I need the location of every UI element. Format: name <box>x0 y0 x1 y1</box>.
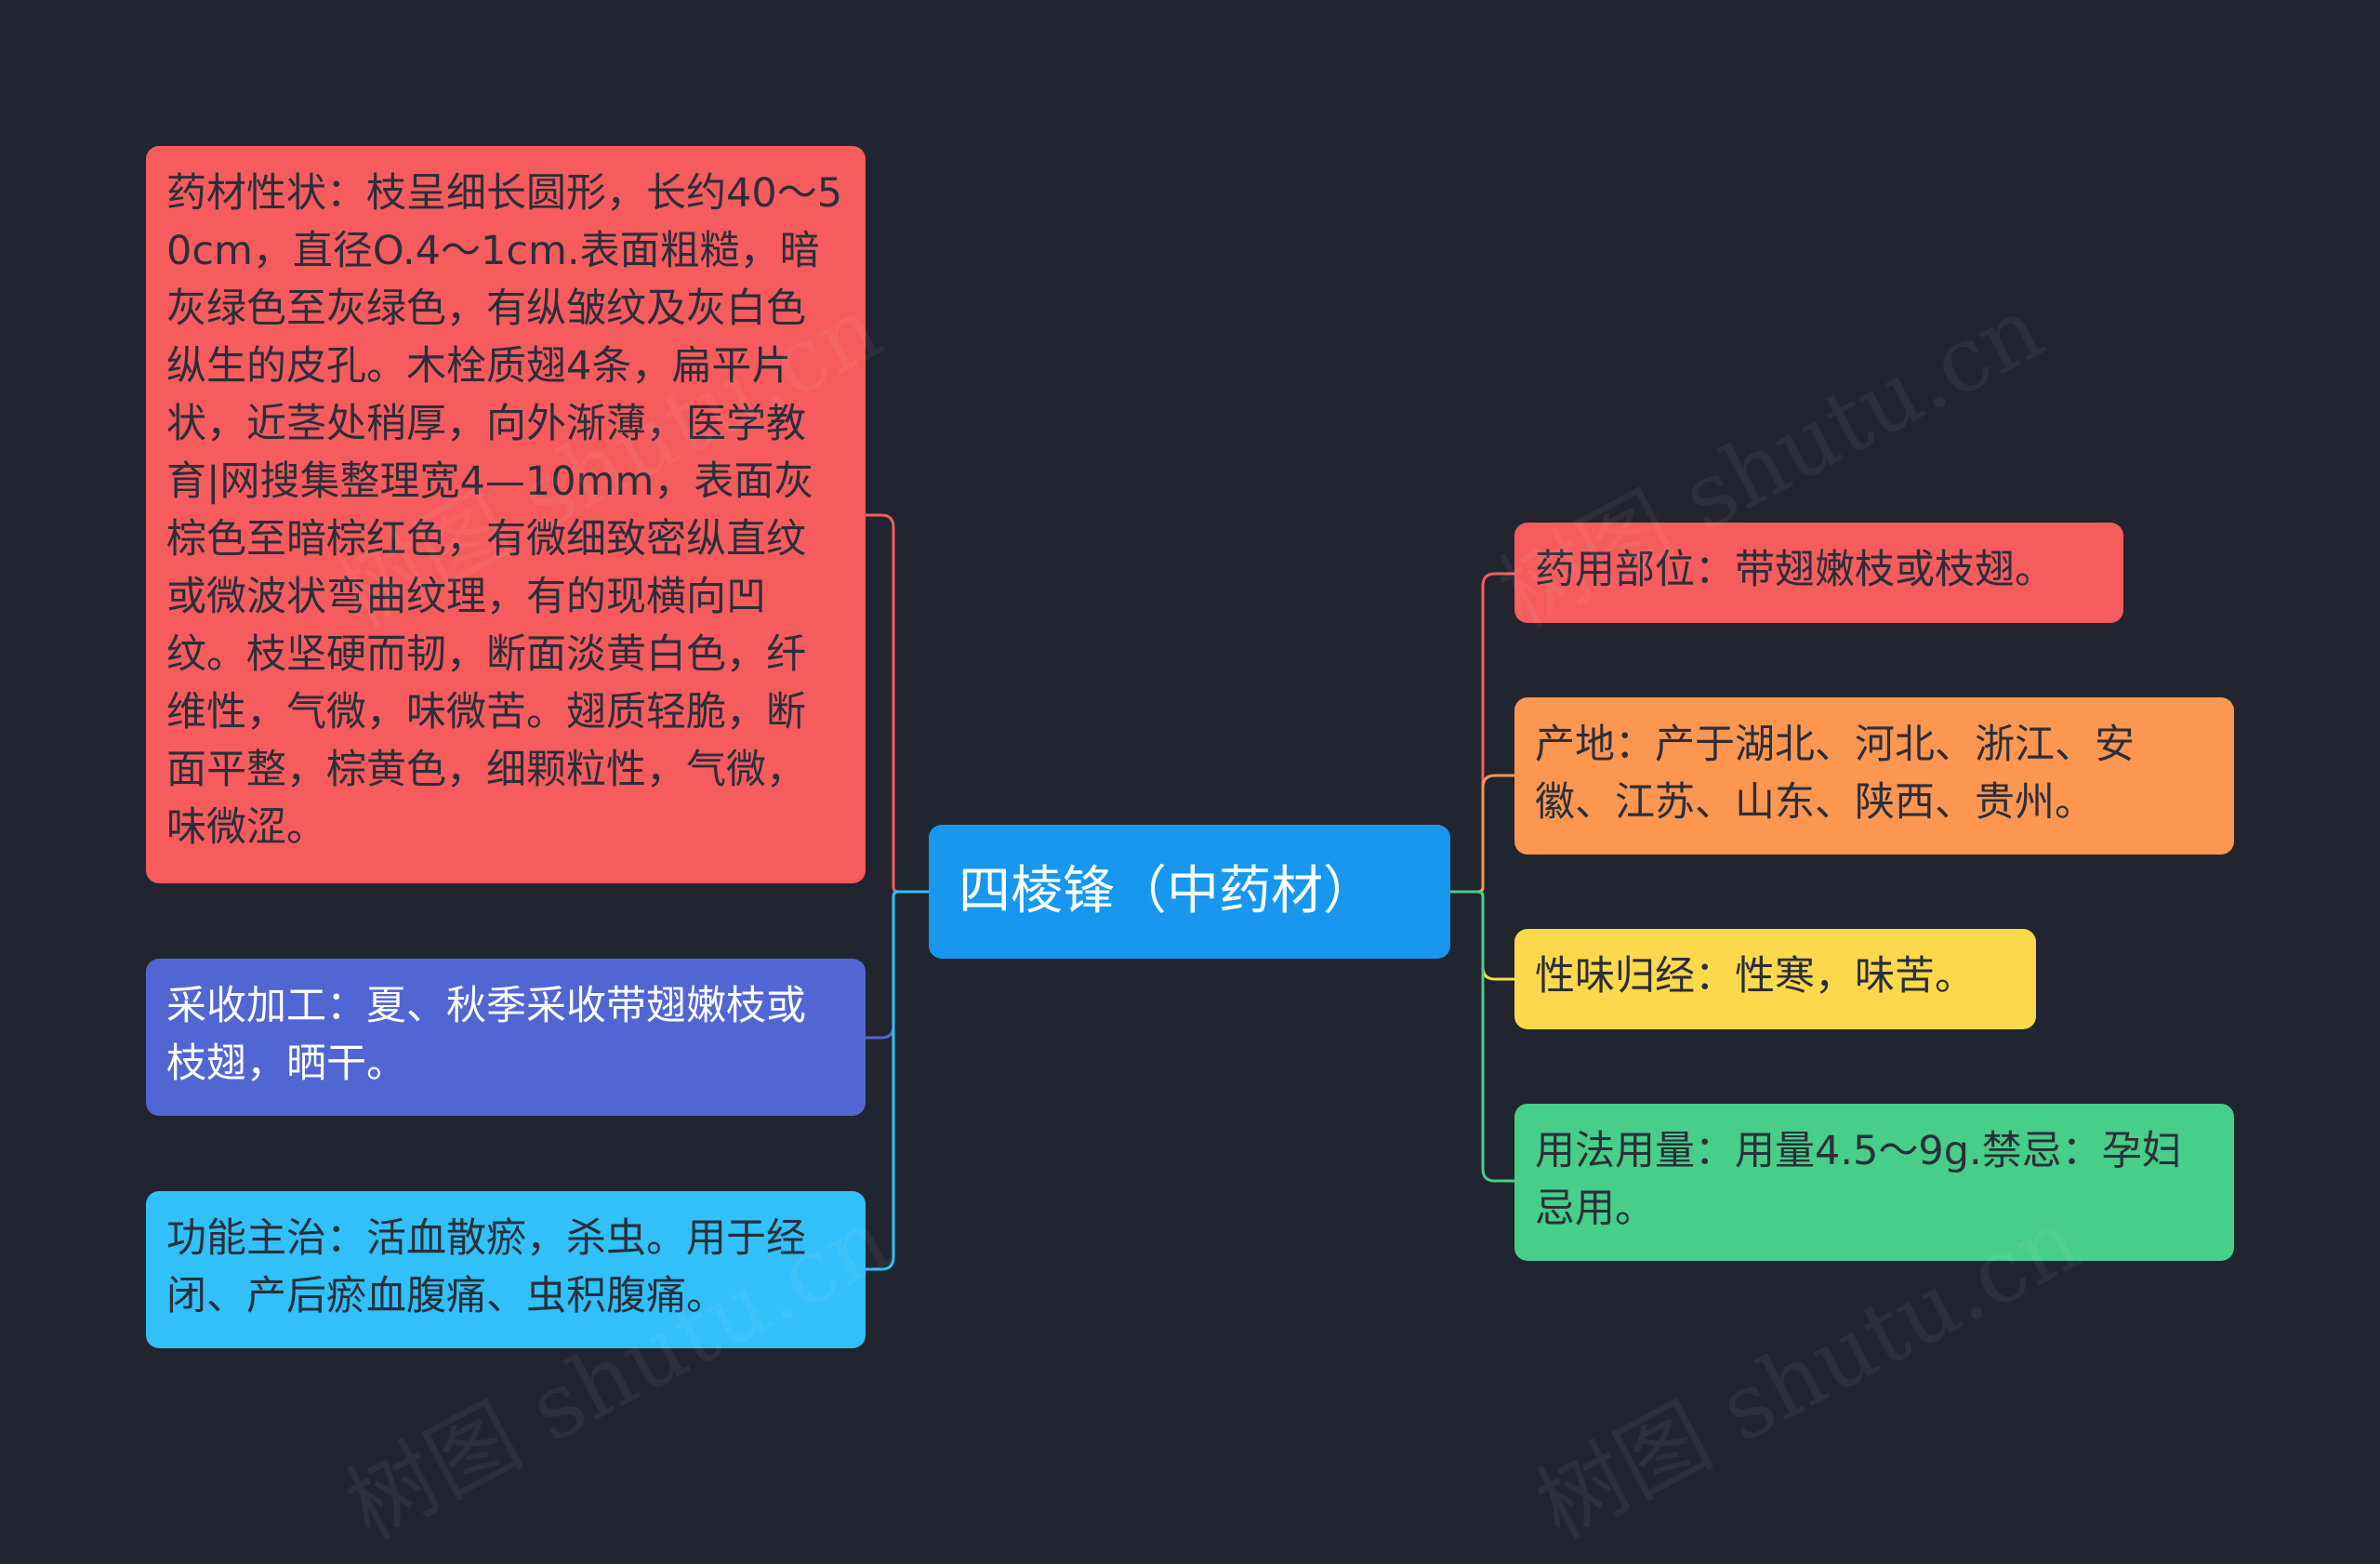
node-origin[interactable]: 产地：产于湖北、河北、浙江、安徽、江苏、山东、陕西、贵州。 <box>1514 697 2234 855</box>
node-usage[interactable]: 用法用量：用量4.5～9g.禁忌：孕妇忌用。 <box>1514 1104 2234 1261</box>
root-label: 四棱锋（中药材） <box>959 861 1375 921</box>
node-part[interactable]: 药用部位：带翅嫩枝或枝翅。 <box>1514 523 2123 623</box>
connector-lines <box>866 513 1514 1271</box>
connector-origin <box>1450 774 1514 894</box>
connector-function <box>866 890 929 1271</box>
connector-characteristics <box>866 513 929 894</box>
node-function[interactable]: 功能主治：活血散瘀，杀虫。用于经闭、产后瘀血腹痛、虫积腹痛。 <box>146 1191 866 1348</box>
connector-usage <box>1450 890 1514 1183</box>
node-taste[interactable]: 性味归经：性寒，味苦。 <box>1514 929 2036 1029</box>
connector-harvest <box>866 890 929 1040</box>
node-characteristics[interactable]: 药材性状：枝呈细长圆形，长约40～50cm，直径O.4～1cm.表面粗糙，暗灰绿… <box>146 146 866 883</box>
root-node[interactable]: 四棱锋（中药材） <box>929 825 1450 959</box>
node-harvest[interactable]: 采收加工：夏、秋季采收带翅嫩枝或枝翅，晒干。 <box>146 959 866 1116</box>
